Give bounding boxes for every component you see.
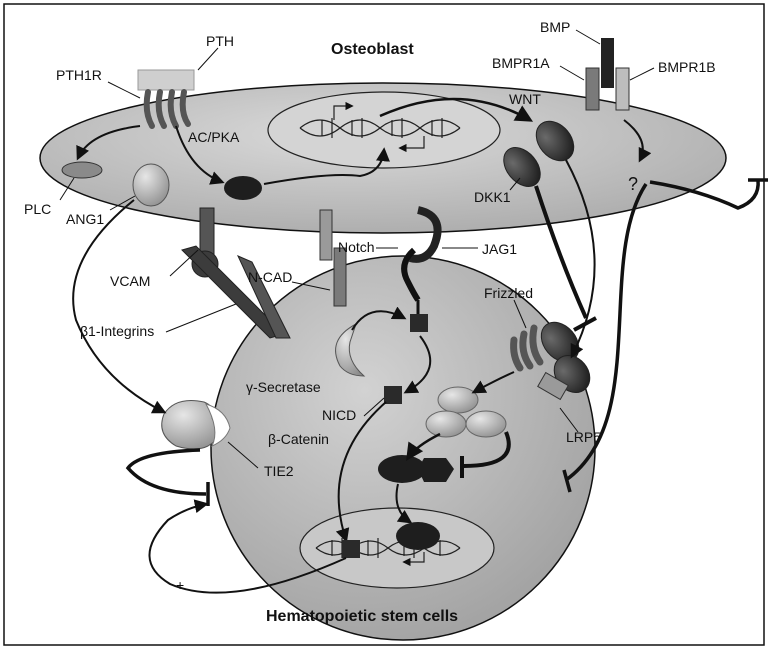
nicd-protein — [384, 386, 402, 404]
inhibit-question-to-hsc — [564, 183, 648, 482]
dkk1-protein — [503, 147, 541, 187]
arrow-ang1-to-tie2 — [72, 199, 167, 414]
dkk1-leader — [509, 177, 521, 191]
destruction-complex-2 — [465, 410, 507, 438]
label-frizzled: Frizzled — [484, 285, 533, 301]
plc-protein — [61, 161, 103, 179]
hsc-transcription-arrow — [402, 552, 425, 567]
bmpr1b-leader — [629, 67, 655, 81]
arrow-pth1r-to-acpka — [175, 125, 225, 185]
nicd-leader — [363, 397, 385, 417]
label-bmp: BMP — [540, 19, 570, 35]
label-acpka: AC/PKA — [188, 129, 240, 145]
b1-integrins-leader — [165, 303, 237, 333]
osteoblast-transcription-arrow-2 — [398, 136, 425, 153]
lrp5-receptor — [537, 371, 569, 401]
label-plus: + — [176, 577, 184, 593]
vcam-stem — [199, 207, 215, 255]
bmpr1a-leader — [559, 65, 585, 81]
bcatenin-protein-2 — [418, 458, 454, 482]
b1-integrins — [181, 245, 291, 339]
label-dkk1: DKK1 — [474, 189, 511, 205]
ncad-osteoblast — [319, 209, 333, 261]
label-bmpr1a: BMPR1A — [492, 55, 550, 71]
gamma-secretase-protein — [335, 322, 366, 377]
label-hsc: Hematopoietic stem cells — [266, 608, 458, 625]
arrow-pth1r-to-plc — [76, 125, 141, 161]
arrow-nucleus-to-wnt — [379, 97, 534, 122]
label-bcatenin: β-Catenin — [268, 431, 329, 447]
bmp-ligand — [601, 38, 614, 88]
label-bmpr1b: BMPR1B — [658, 59, 716, 75]
arrow-nicd-to-nucleus — [335, 401, 387, 543]
arrow-frizzled-to-complex — [471, 371, 515, 394]
arrow-bcatenin-to-nucleus — [395, 483, 413, 524]
label-tie2: TIE2 — [264, 463, 294, 479]
label-jag1: JAG1 — [482, 241, 517, 257]
label-notch: Notch — [338, 239, 375, 255]
destruction-complex-1 — [437, 386, 479, 414]
feedback-arrow-plus — [148, 499, 347, 594]
label-question: ? — [628, 174, 638, 194]
label-lrp5: LRP5 — [566, 429, 601, 445]
ang1-leader — [109, 195, 136, 211]
bmp-leader — [575, 29, 601, 45]
bmpr1b-receptor — [615, 67, 630, 111]
lrp5-leader — [559, 407, 579, 433]
inhibit-complex-to-bcatenin — [463, 431, 511, 468]
arrow-acpka-to-nucleus — [263, 147, 390, 185]
label-nicd: NICD — [322, 407, 356, 423]
notch-receptor — [401, 247, 421, 302]
bmpr1a-receptor — [585, 67, 600, 111]
osteoblast-transcription-arrow — [333, 101, 354, 120]
label-pth: PTH — [206, 33, 234, 49]
ncad-hsc — [333, 247, 347, 307]
pth1r-receptor — [143, 89, 191, 129]
plc-leader — [59, 177, 75, 201]
inhibit-dkk1-to-lrp — [534, 185, 588, 319]
label-osteoblast: Osteoblast — [331, 41, 414, 58]
inhibit-question-loop — [649, 179, 760, 210]
inhibit-question-bar — [562, 469, 572, 493]
tie2-inner — [204, 403, 231, 447]
arrow-notch-to-nicd — [403, 335, 432, 394]
arrow-secretase-to-notch — [351, 306, 407, 331]
osteoblast-dna-helix — [299, 118, 461, 138]
ang1-protein — [132, 163, 170, 207]
frizzled-receptor — [510, 324, 544, 372]
inhibit-tie2-to-hsc — [125, 448, 207, 496]
frizzled-leader — [513, 299, 527, 329]
label-wnt: WNT — [509, 91, 541, 107]
acpka-protein — [224, 176, 262, 200]
label-plc: PLC — [24, 201, 51, 217]
pth-leader — [197, 47, 219, 71]
arrow-bmpr-to-question — [623, 119, 652, 163]
notch-intracellular — [410, 314, 428, 332]
label-pth1r: PTH1R — [56, 67, 102, 83]
osteoblast-nucleus — [267, 91, 501, 169]
arrow-wnt-to-lrp5 — [565, 159, 596, 359]
label-ang1: ANG1 — [66, 211, 104, 227]
vcam-leader — [169, 249, 199, 277]
label-ncad: N-CAD — [248, 269, 292, 285]
bcatenin-in-nucleus — [396, 522, 440, 550]
arrow-complex-to-bcatenin — [406, 432, 441, 461]
hsc-nucleus — [299, 507, 495, 589]
ncad-leader — [291, 281, 331, 291]
wnt-protein — [535, 120, 575, 162]
label-gsecretase: γ-Secretase — [246, 379, 321, 395]
destruction-complex-3 — [425, 410, 467, 438]
pth1r-leader — [107, 81, 141, 99]
bcatenin-protein-1 — [378, 455, 426, 483]
jag1-ligand — [409, 206, 442, 263]
label-vcam: VCAM — [110, 273, 150, 289]
pth-ligand — [137, 69, 195, 91]
nicd-in-nucleus — [342, 540, 360, 558]
label-b1integrins: β1-Integrins — [80, 323, 154, 339]
tie2-leader — [227, 441, 259, 469]
